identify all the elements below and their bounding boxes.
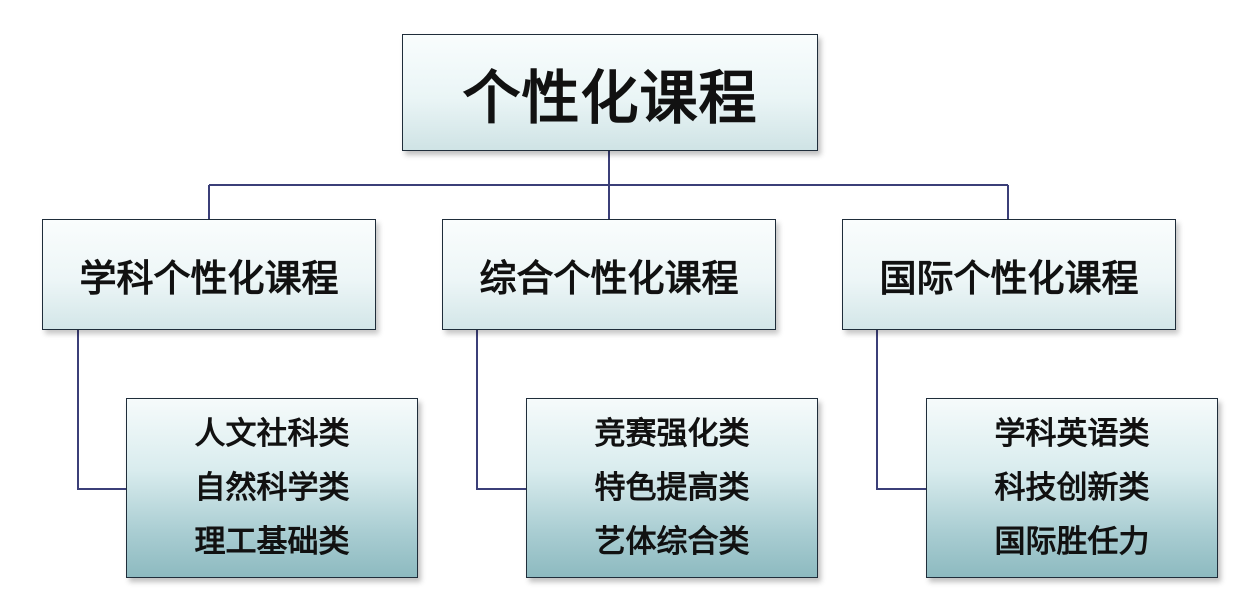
subcategory-item: 特色提高类: [594, 470, 750, 506]
subcategory-list-academic: 人文社科类 自然科学类 理工基础类: [126, 398, 418, 578]
subcategory-item: 艺体综合类: [594, 524, 750, 560]
subcategory-item: 科技创新类: [994, 470, 1150, 506]
right-leaf-connector: [876, 330, 926, 490]
subcategory-item: 竞赛强化类: [594, 416, 750, 452]
middle-leaf-connector: [476, 330, 526, 490]
category-label: 学科个性化课程: [79, 256, 339, 300]
subcategory-item: 自然科学类: [194, 470, 350, 506]
subcategory-item: 学科英语类: [994, 416, 1150, 452]
subcategory-item: 人文社科类: [194, 416, 350, 452]
subcategory-list-international: 学科英语类 科技创新类 国际胜任力: [926, 398, 1218, 578]
root-node: 个性化课程: [402, 34, 818, 151]
subcategory-item: 理工基础类: [194, 524, 350, 560]
category-node-international: 国际个性化课程: [842, 219, 1176, 330]
category-node-comprehensive: 综合个性化课程: [442, 219, 776, 330]
left-leaf-connector: [77, 330, 126, 490]
subcategory-list-comprehensive: 竞赛强化类 特色提高类 艺体综合类: [526, 398, 818, 578]
category-label: 综合个性化课程: [479, 256, 739, 300]
subcategory-item: 国际胜任力: [994, 524, 1150, 560]
category-label: 国际个性化课程: [879, 256, 1139, 300]
root-node-label: 个性化课程: [462, 63, 758, 132]
category-node-academic: 学科个性化课程: [42, 219, 376, 330]
